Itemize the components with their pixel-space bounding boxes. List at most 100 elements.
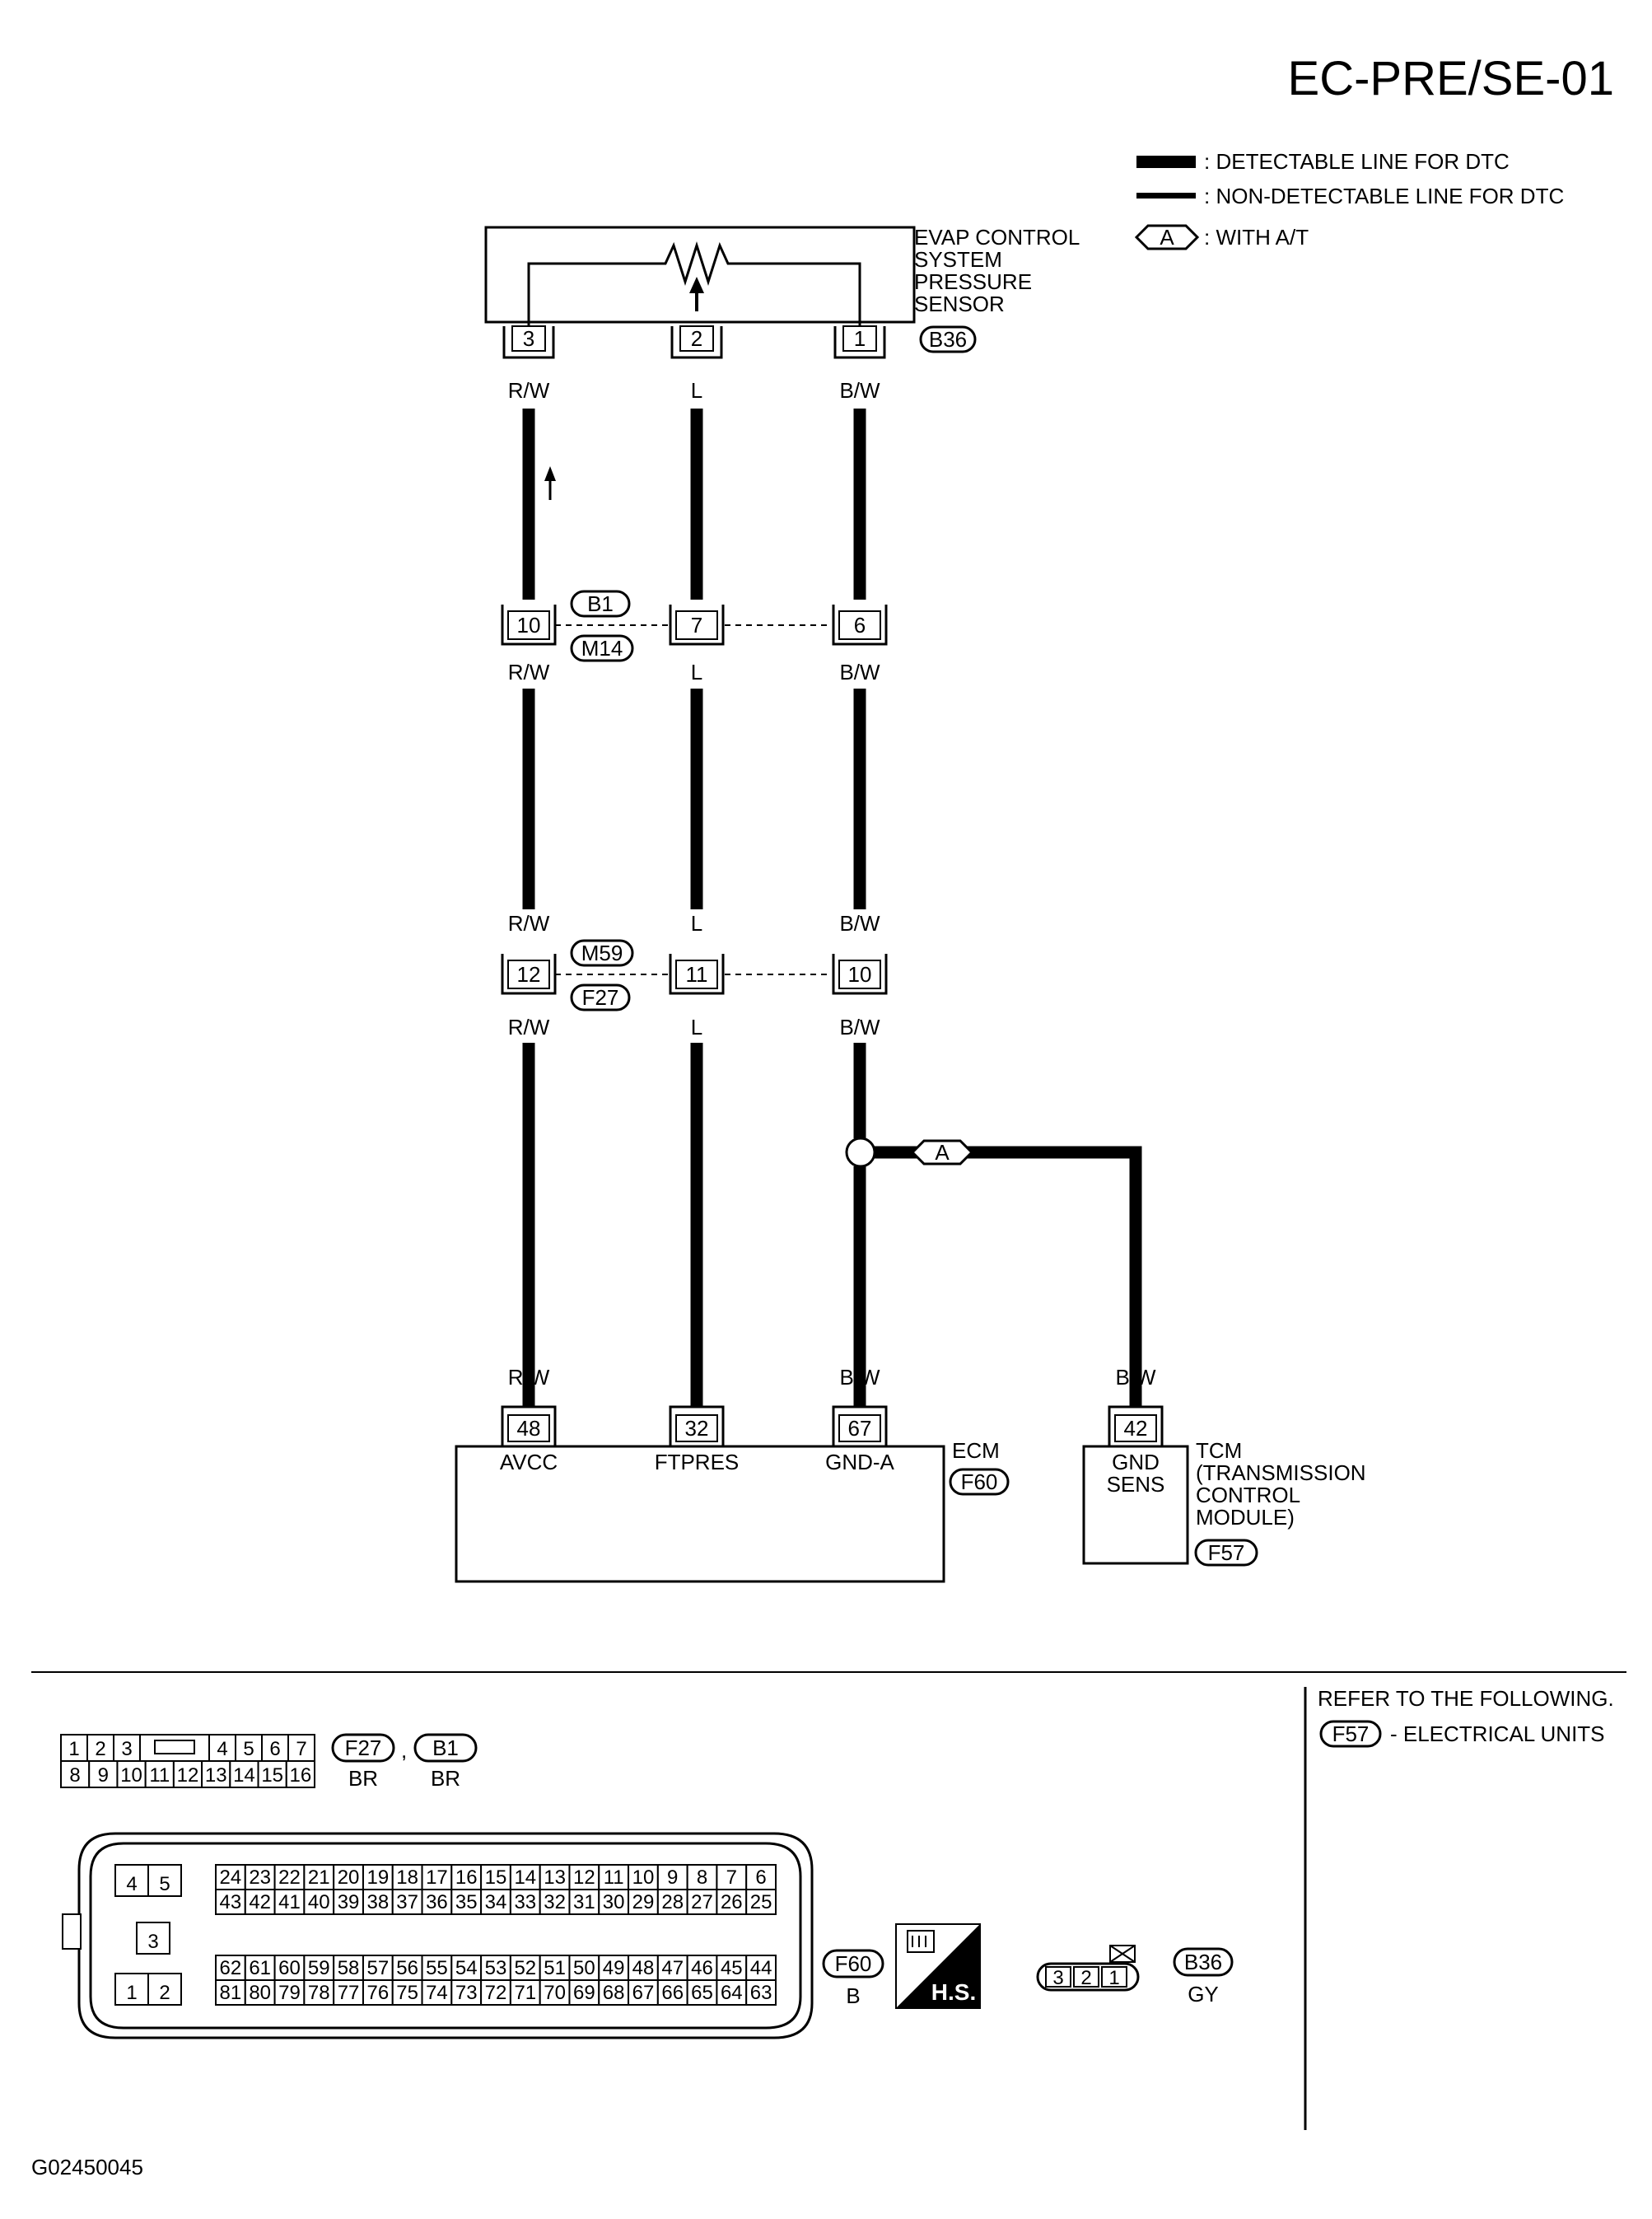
face-f60-row3-pin-label: 48	[632, 1957, 655, 1979]
face-f60-row1-cell	[333, 1864, 364, 1890]
wire-label-l-c: L	[691, 911, 702, 936]
face-f60-row2-cell	[745, 1889, 777, 1915]
face-f60-row3-pin-label: 53	[485, 1957, 507, 1979]
face-f27-top-cell	[86, 1734, 114, 1762]
wire-label-bw-c: B/W	[839, 911, 880, 936]
tcm-name-4: MODULE)	[1196, 1505, 1295, 1530]
joint2-pin-c-bracket	[832, 954, 888, 995]
flow-arrow-icon	[544, 466, 556, 481]
ecm-name: ECM	[952, 1438, 1000, 1463]
face-f60-row3-pin-label: 51	[544, 1957, 566, 1979]
joint2-connector-m59	[570, 939, 634, 967]
wire-label-bw-a: B/W	[839, 378, 880, 403]
face-b36-color: GY	[1188, 1982, 1219, 2006]
tcm-box	[1082, 1445, 1189, 1565]
joint2-pin-b	[675, 960, 718, 989]
sensor-connector-id: B36	[929, 327, 967, 352]
face-f60-row2-pin-label: 26	[721, 1891, 743, 1913]
joint2-pin-b-label: 11	[686, 962, 708, 987]
face-f27-color: BR	[348, 1766, 378, 1791]
face-f60-row4-cell	[303, 1979, 335, 2006]
joint2-pin-a	[507, 960, 550, 989]
face-f60-small-bottom-cell	[114, 1973, 149, 2006]
face-f60-row1-pin-label: 11	[604, 1866, 624, 1889]
wire-label-bw-e: B/W	[839, 1365, 880, 1390]
tcm-terminal-1: GND	[1112, 1450, 1160, 1474]
face-b36-pin-label: 1	[1108, 1967, 1119, 1989]
face-f60-row1-pin-label: 9	[667, 1866, 678, 1889]
face-f60-row3-cell	[450, 1955, 483, 1981]
tcm-terminal-2: SENS	[1107, 1472, 1165, 1497]
face-f60-small-bottom-cell	[147, 1973, 182, 2006]
face-b36-pin-cell	[1073, 1966, 1099, 1988]
face-f60-row4-pin-label: 68	[603, 1982, 625, 2004]
sensor-pin-1-label: 1	[854, 326, 866, 351]
ecm: 48 32 67 AVCC FTPRES GND-A ECM F60	[455, 1405, 1010, 1583]
face-f60-row3-cell	[628, 1955, 659, 1981]
joint2-pin-a-bracket	[501, 954, 557, 995]
face-f60-row1-pin-label: 22	[278, 1866, 301, 1889]
wire-label-bw-d: B/W	[839, 1015, 880, 1039]
face-f60-row4-cell	[539, 1979, 571, 2006]
face-f60-small-top-cell	[114, 1864, 149, 1897]
face-f27-bottom-cell	[172, 1760, 203, 1788]
face-b36-badge-label: B36	[1184, 1950, 1222, 1974]
face-f60-row2-cell	[421, 1889, 453, 1915]
face-f60-row2-pin-label: 28	[661, 1891, 684, 1913]
face-f27-top-pin-label: 5	[243, 1738, 254, 1760]
sensor-pin-3	[511, 325, 546, 352]
joint1-pin-b-bracket	[669, 605, 725, 646]
face-f60-row4-pin-label: 76	[366, 1982, 389, 2004]
face-f60-row1-pin-label: 19	[366, 1866, 389, 1889]
face-f60-row1-pin-label: 14	[514, 1866, 536, 1889]
face-f60-row4-cell	[480, 1979, 511, 2006]
sensor-pin-3-bracket	[502, 326, 555, 359]
face-f60-row4-pin-label: 71	[514, 1982, 536, 2004]
face-f60-row1-pin-label: 20	[338, 1866, 360, 1889]
ecm-pin-67-bracket	[832, 1405, 888, 1446]
hs-label: H.S.	[931, 1979, 976, 2005]
face-f60-row4-cell	[509, 1979, 541, 2006]
joint2-pin-a-label: 12	[517, 962, 541, 987]
tcm: 42 GND SENS TCM (TRANSMISSION CONTROL MO…	[1082, 1405, 1366, 1567]
face-f60-row4-pin-label: 78	[308, 1982, 330, 2004]
hs-connector-glyph-icon	[907, 1930, 935, 1953]
face-f60-row3-cell	[244, 1955, 276, 1981]
face-f60-row1-pin-label: 6	[755, 1866, 766, 1889]
refer-connector-badge	[1319, 1720, 1382, 1748]
wire-label-l-a: L	[691, 378, 702, 403]
wire-label-l-d: L	[691, 1015, 702, 1039]
face-f60-row2-cell	[568, 1889, 600, 1915]
joint1-pin-c-label: 6	[854, 613, 866, 638]
face-f60-row3-pin-label: 60	[278, 1957, 301, 1979]
face-f60-row2-pin-label: 39	[338, 1891, 360, 1913]
face-f60-row2-pin-label: 35	[455, 1891, 478, 1913]
face-f60-row4-cell	[656, 1979, 688, 2006]
sensor-name-3: PRESSURE	[914, 269, 1032, 294]
wiper-arrow-icon	[689, 277, 704, 293]
ecm-pin-32-label: 32	[685, 1416, 709, 1441]
joint1-connector-b1-label: B1	[587, 591, 614, 616]
face-f60-row2-pin-label: 38	[366, 1891, 389, 1913]
face-f27-bottom-pin-label: 9	[98, 1764, 109, 1787]
legend-detectable: : DETECTABLE LINE FOR DTC	[1204, 149, 1510, 174]
tcm-pin-42-label: 42	[1124, 1416, 1148, 1441]
face-f60-row3-cell	[215, 1955, 246, 1981]
face-f60-row4-pin-label: 64	[721, 1982, 743, 2004]
wire-label-rw-e: R/W	[508, 1365, 550, 1390]
face-f60-row4-pin-label: 65	[691, 1982, 713, 2004]
legend-option-text: : WITH A/T	[1204, 225, 1309, 250]
face-f60-inner-shell	[89, 1842, 802, 2030]
face-f60-small-mid-pin-label: 3	[147, 1931, 158, 1953]
face-f60-color: B	[846, 1983, 860, 2008]
face-f60-row2-pin-label: 42	[249, 1891, 271, 1913]
figure-code: G02450045	[31, 2155, 143, 2179]
face-f60-row2-pin-label: 33	[514, 1891, 536, 1913]
ecm-pin-48-bracket	[501, 1405, 557, 1446]
face-f60-row2-cell	[273, 1889, 306, 1915]
face-f60-row1-pin-label: 24	[220, 1866, 242, 1889]
ecm-pin-32-bracket	[669, 1405, 725, 1446]
face-f60-row1-pin-label: 10	[632, 1866, 655, 1889]
face-f60-row2-cell	[362, 1889, 394, 1915]
face-f60-row4-pin-label: 72	[485, 1982, 507, 2004]
